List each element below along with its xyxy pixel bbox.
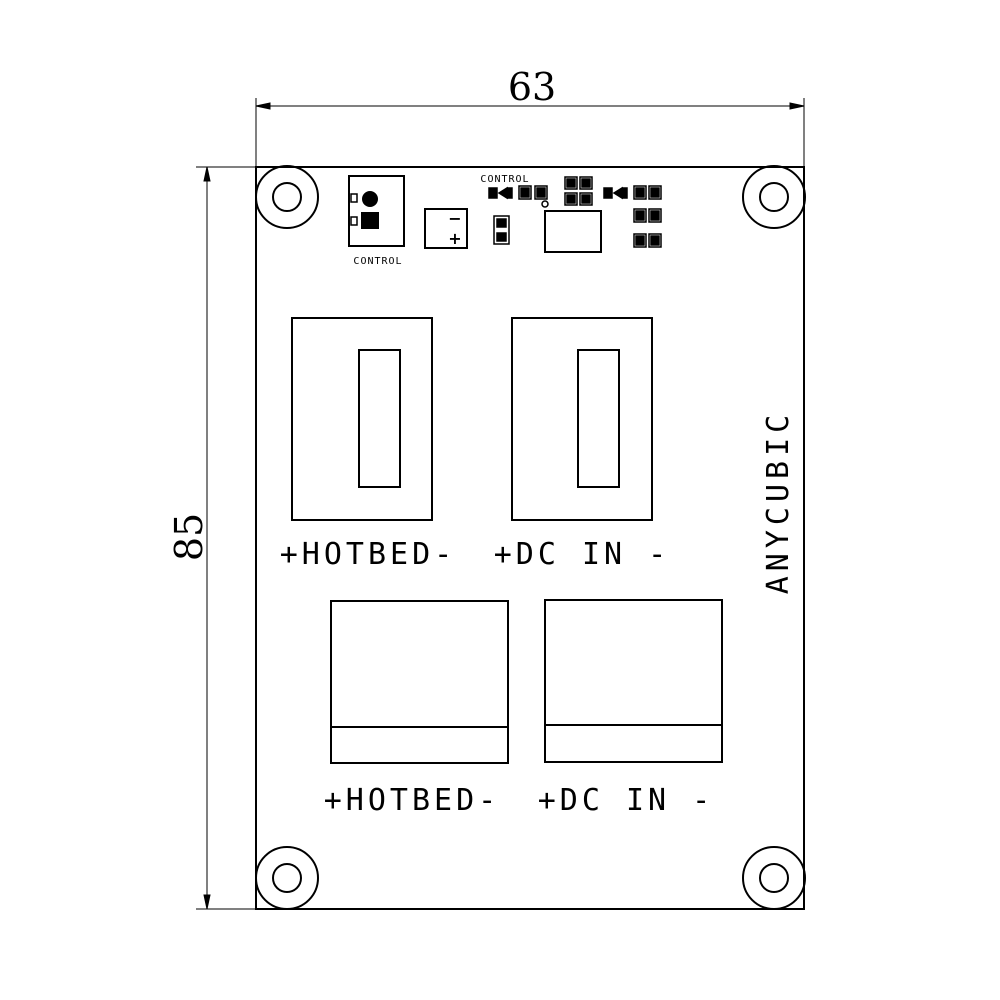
lower-left-terminal	[330, 600, 509, 764]
brand-label: ANYCUBIC	[761, 410, 796, 595]
upper-right-terminal	[511, 317, 653, 521]
mounting-hole-bottom-left	[255, 846, 319, 910]
capacitor-minus-sign: −	[448, 209, 461, 228]
lower-right-terminal-label: +DC IN -	[538, 783, 715, 818]
board-outline	[255, 166, 805, 910]
lower-left-terminal-label: +HOTBED-	[324, 783, 501, 818]
mounting-hole-top-left	[255, 165, 319, 229]
width-dimension-label: 63	[508, 65, 556, 109]
upper-right-terminal-label: +DC IN -	[494, 537, 671, 572]
control-connector-label: CONTROL	[353, 256, 402, 267]
upper-left-terminal-label: +HOTBED-	[280, 537, 457, 572]
control-top-label: CONTROL	[480, 174, 529, 185]
smd-components	[488, 176, 662, 253]
mounting-hole-bottom-right	[742, 846, 806, 910]
control-connector	[348, 175, 405, 247]
height-dimension	[196, 166, 256, 910]
capacitor-plus-sign: +	[448, 229, 461, 248]
width-dimension	[255, 98, 805, 166]
mounting-hole-top-right	[742, 165, 806, 229]
lower-right-terminal	[544, 599, 723, 763]
polarity-capacitor	[424, 208, 468, 249]
upper-left-terminal	[291, 317, 433, 521]
height-dimension-label: 85	[167, 513, 211, 561]
